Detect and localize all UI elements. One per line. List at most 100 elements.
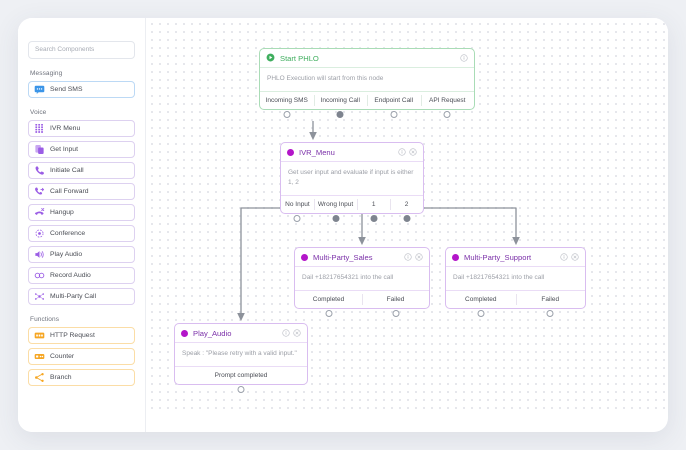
port-connector-handle[interactable] — [477, 310, 485, 318]
info-icon[interactable] — [282, 329, 290, 337]
node-header-actions — [282, 329, 301, 337]
port-connector-handle[interactable] — [332, 215, 340, 223]
port-connector-handle[interactable] — [403, 215, 411, 223]
node-port-label: Prompt completed — [214, 372, 268, 380]
node-port-label: Incoming SMS — [265, 97, 308, 105]
node-header[interactable]: Multi-Party_Support — [446, 248, 585, 267]
node-ports: Completed Failed — [446, 291, 586, 318]
component-item-record-audio[interactable]: Record Audio — [28, 266, 135, 284]
edge-ivr-2-to-support — [408, 193, 520, 246]
search-input[interactable] — [28, 40, 135, 59]
close-icon[interactable] — [409, 148, 417, 156]
component-item-multi-party-call[interactable]: Multi-Party Call — [28, 287, 135, 305]
node-port[interactable]: Wrong Input — [313, 196, 357, 223]
node-port[interactable]: Failed — [362, 291, 429, 318]
component-item-label: Play Audio — [50, 250, 83, 258]
close-icon[interactable] — [415, 253, 423, 261]
node-title: Multi-Party_Sales — [313, 252, 373, 262]
branch-icon — [34, 372, 45, 383]
component-item-label: Counter — [50, 352, 75, 360]
component-item-http-request[interactable]: HTTP Request — [28, 326, 135, 344]
node-description: Dail +18217654321 into the call — [446, 267, 585, 292]
node-port[interactable]: Completed — [446, 291, 516, 318]
sms-icon — [34, 84, 45, 95]
node-header[interactable]: Play_Audio — [175, 324, 307, 343]
info-icon[interactable] — [404, 253, 412, 261]
record-audio-icon — [34, 270, 45, 281]
component-item-label: HTTP Request — [50, 331, 95, 339]
node-port-label: API Request — [429, 97, 466, 105]
node-port[interactable]: No Input — [281, 196, 314, 223]
component-item-initiate-call[interactable]: Initiate Call — [28, 161, 135, 179]
component-item-play-audio[interactable]: Play Audio — [28, 245, 135, 263]
multi-party-icon — [34, 291, 45, 302]
node-port[interactable]: Incoming SMS — [260, 92, 314, 119]
component-item-label: Conference — [50, 229, 86, 237]
close-icon[interactable] — [293, 329, 301, 337]
node-port-label: Wrong Input — [317, 201, 354, 209]
port-connector-handle[interactable] — [392, 310, 399, 318]
node-description: Dail +18217654321 into the call — [295, 267, 429, 292]
component-item-branch[interactable]: Branch — [28, 368, 135, 386]
component-item-ivr-menu[interactable]: IVR Menu — [28, 119, 135, 137]
info-icon[interactable] — [398, 148, 406, 156]
component-item-label: Initiate Call — [50, 166, 84, 174]
component-item-conference[interactable]: Conference — [28, 224, 135, 242]
component-item-label: IVR Menu — [50, 124, 81, 132]
node-port[interactable]: Prompt completed — [175, 367, 307, 394]
node-port[interactable]: Failed — [515, 291, 586, 318]
node-port-label: Failed — [541, 296, 560, 304]
port-connector-handle[interactable] — [443, 111, 451, 119]
speaker-icon — [34, 249, 45, 260]
node-header-actions — [560, 253, 579, 261]
node-description: Speak : "Please retry with a valid input… — [175, 343, 307, 368]
phone-icon — [34, 165, 45, 176]
component-item-hangup[interactable]: Hangup — [28, 203, 135, 221]
component-item-label: Multi-Party Call — [50, 292, 97, 300]
node-ports: Prompt completed — [175, 367, 307, 394]
node-port[interactable]: 1 — [357, 196, 390, 223]
component-item-label: Get Input — [50, 145, 78, 153]
node-port[interactable]: Completed — [295, 291, 362, 318]
port-connector-handle[interactable] — [283, 111, 291, 119]
component-item-call-forward[interactable]: Call Forward — [28, 182, 135, 200]
component-item-label: Send SMS — [50, 85, 83, 93]
component-item-counter[interactable]: Counter — [28, 347, 135, 365]
call-forward-icon — [34, 186, 45, 197]
node-port[interactable]: Incoming Call — [313, 92, 368, 119]
node-port[interactable]: 2 — [390, 196, 423, 223]
node-header-actions — [460, 54, 468, 62]
node-status-dot — [452, 253, 459, 261]
port-connector-handle[interactable] — [293, 215, 301, 223]
port-connector-handle[interactable] — [336, 111, 344, 119]
node-port[interactable]: API Request — [420, 92, 475, 119]
port-connector-handle[interactable] — [546, 310, 554, 318]
info-icon[interactable] — [460, 54, 468, 62]
port-connector-handle[interactable] — [370, 215, 378, 223]
close-icon[interactable] — [571, 253, 579, 261]
node-port-label: No Input — [285, 201, 310, 209]
port-connector-handle[interactable] — [325, 310, 332, 318]
component-item-send-sms[interactable]: Send SMS — [28, 80, 135, 98]
node-port[interactable]: Endpoint Call — [367, 92, 421, 119]
http-request-icon — [34, 330, 45, 341]
node-header[interactable]: Start PHLO — [260, 49, 474, 68]
conference-icon — [34, 228, 45, 239]
node-header[interactable]: Multi-Party_Sales — [295, 248, 429, 267]
port-connector-handle[interactable] — [237, 386, 245, 394]
info-icon[interactable] — [560, 253, 568, 261]
port-connector-handle[interactable] — [390, 111, 398, 119]
component-item-get-input[interactable]: Get Input — [28, 140, 135, 158]
node-header[interactable]: IVR_Menu — [281, 143, 423, 162]
